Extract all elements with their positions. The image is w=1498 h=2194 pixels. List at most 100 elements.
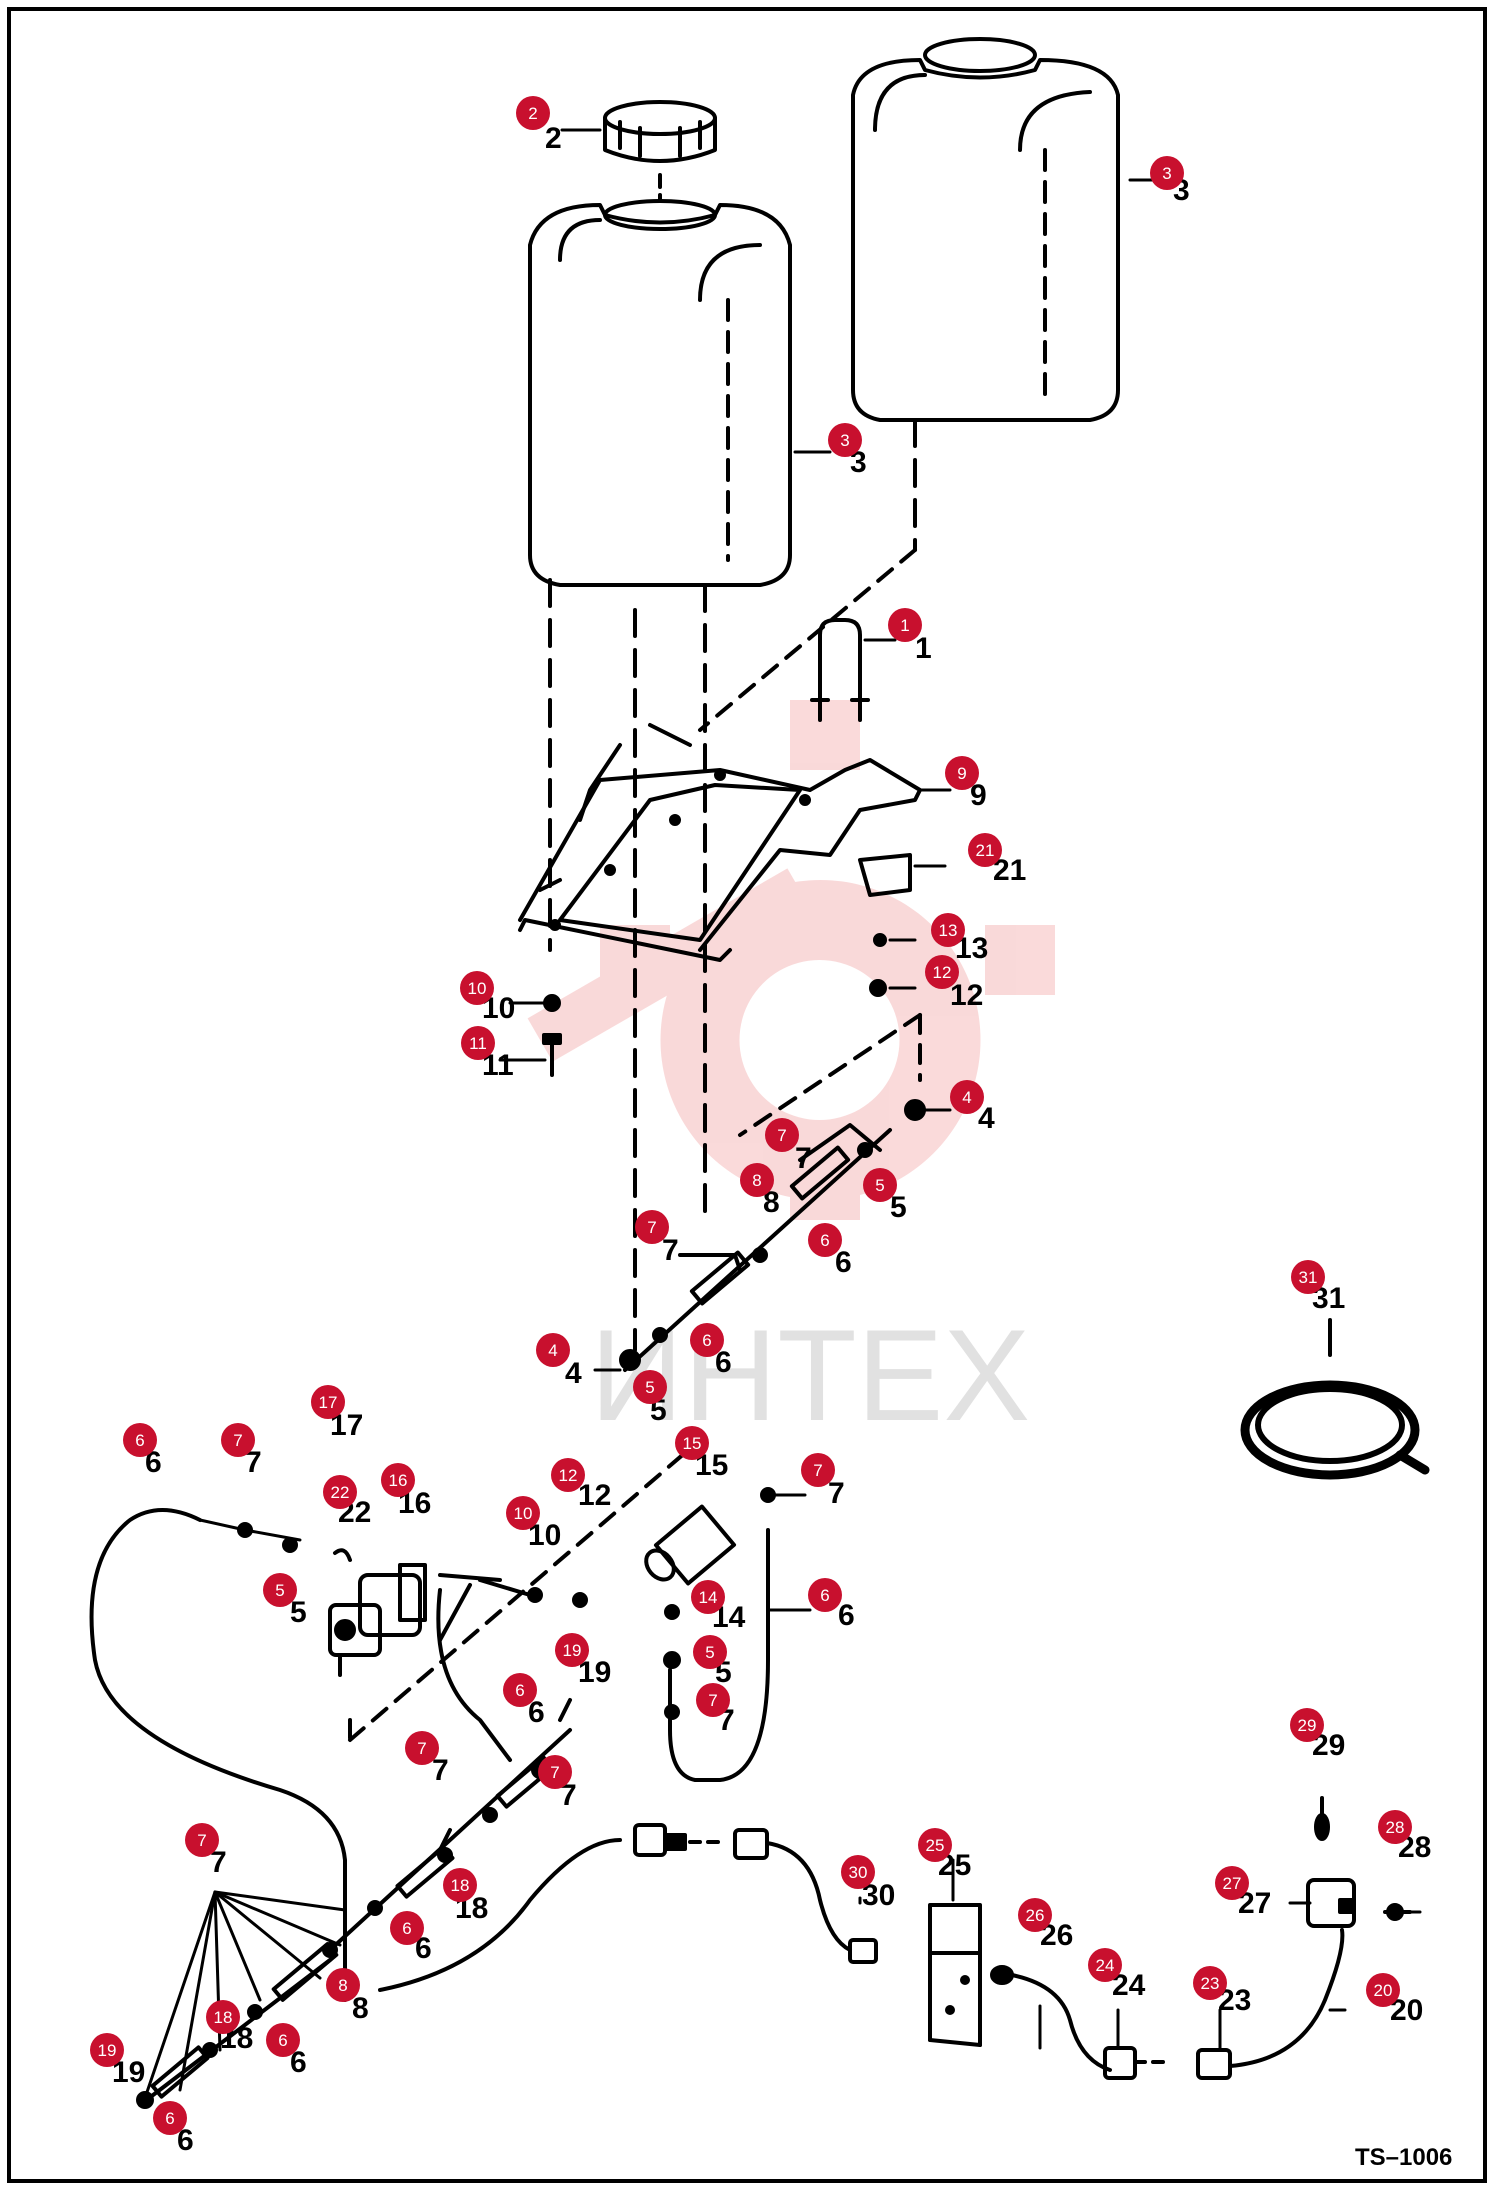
part-number-8: 8 xyxy=(352,1992,369,2025)
part-number-7: 7 xyxy=(560,1779,577,1812)
callout-badge-4 xyxy=(536,1333,570,1367)
callout-badge-label: 7 xyxy=(233,1431,242,1450)
callout-badge-label: 12 xyxy=(933,963,952,982)
callout-badge-label: 27 xyxy=(1223,1874,1242,1893)
callout-badge-6 xyxy=(266,2023,300,2057)
part-number-12: 12 xyxy=(950,979,983,1012)
callout-badge-label: 20 xyxy=(1374,1981,1393,2000)
tank-right xyxy=(851,37,1120,422)
callout-badge-11 xyxy=(461,1026,495,1060)
callout-badge-label: 10 xyxy=(514,1504,533,1523)
callout-badge-label: 8 xyxy=(752,1171,761,1190)
callout-badge-label: 22 xyxy=(331,1483,350,1502)
callout-badge-8 xyxy=(326,1968,360,2002)
callout-badge-19 xyxy=(90,2033,124,2067)
callout-badge-26 xyxy=(1018,1898,1052,1932)
callout-badge-6 xyxy=(690,1323,724,1357)
callout-badge-7 xyxy=(765,1118,799,1152)
callout-badge-label: 10 xyxy=(468,979,487,998)
callout-badge-28 xyxy=(1378,1810,1412,1844)
callout-badge-6 xyxy=(123,1423,157,1457)
callout-badge-label: 13 xyxy=(939,921,958,940)
filter xyxy=(644,1504,737,1586)
callout-badge-21 xyxy=(968,833,1002,867)
tee-fittings-middle xyxy=(619,1123,892,1372)
callout-badge-label: 29 xyxy=(1298,1716,1317,1735)
callout-badge-10 xyxy=(460,971,494,1005)
part-number-5: 5 xyxy=(290,1596,307,1629)
callout-badge-6 xyxy=(153,2101,187,2135)
callout-badge-label: 19 xyxy=(98,2041,117,2060)
callout-badge-label: 5 xyxy=(645,1378,654,1397)
plate xyxy=(858,853,912,897)
part-number-1: 1 xyxy=(915,632,932,665)
callout-badge-label: 7 xyxy=(813,1461,822,1480)
part-number-6: 6 xyxy=(415,1932,432,1965)
callout-badge-label: 30 xyxy=(849,1863,868,1882)
callout-badge-20 xyxy=(1366,1973,1400,2007)
callout-badge-label: 19 xyxy=(563,1641,582,1660)
callout-badge-24 xyxy=(1088,1948,1122,1982)
callout-badge-label: 7 xyxy=(777,1126,786,1145)
watermark-text: ИНТЕХ xyxy=(590,1302,1030,1448)
part-number-6: 6 xyxy=(835,1246,852,1279)
callout-badge-label: 5 xyxy=(275,1581,284,1600)
callout-badge-label: 5 xyxy=(875,1176,884,1195)
callout-badge-label: 25 xyxy=(926,1836,945,1855)
callout-badge-label: 28 xyxy=(1386,1818,1405,1837)
callout-badge-7 xyxy=(635,1210,669,1244)
part-number-6: 6 xyxy=(715,1346,732,1379)
part-number-7: 7 xyxy=(828,1477,845,1510)
part-number-7: 7 xyxy=(210,1846,227,1879)
callout-badge-label: 6 xyxy=(515,1681,524,1700)
callout-badge-6 xyxy=(808,1223,842,1257)
part-number-9: 9 xyxy=(970,779,987,812)
callout-badge-2 xyxy=(516,96,550,130)
callout-badge-label: 6 xyxy=(702,1331,711,1350)
tank-cap xyxy=(603,100,717,163)
callout-badge-label: 7 xyxy=(647,1218,656,1237)
callout-badge-17 xyxy=(311,1385,345,1419)
elbow-fitting xyxy=(333,1548,352,1562)
part-number-6: 6 xyxy=(838,1599,855,1632)
spray-fan xyxy=(143,1890,347,2100)
callout-badge-14 xyxy=(691,1580,725,1614)
callout-badge-7 xyxy=(696,1683,730,1717)
callout-badge-6 xyxy=(390,1911,424,1945)
wiring-harness xyxy=(378,1796,1412,2080)
callout-badge-label: 7 xyxy=(708,1691,717,1710)
callout-badge-label: 3 xyxy=(1162,164,1171,183)
callout-badge-label: 2 xyxy=(528,104,537,123)
callout-badge-label: 12 xyxy=(559,1466,578,1485)
tank-left xyxy=(528,199,792,587)
callout-badge-23 xyxy=(1193,1966,1227,2000)
callout-badge-27 xyxy=(1215,1866,1249,1900)
callout-badge-label: 11 xyxy=(469,1034,487,1053)
callout-badge-13 xyxy=(931,913,965,947)
callout-badge-22 xyxy=(323,1475,357,1509)
callout-badge-15 xyxy=(675,1426,709,1460)
callout-badge-12 xyxy=(551,1458,585,1492)
diagram-frame xyxy=(7,7,1487,2183)
part-number-7: 7 xyxy=(432,1754,449,1787)
callout-badge-29 xyxy=(1290,1708,1324,1742)
callout-badge-6 xyxy=(503,1673,537,1707)
callout-badge-label: 15 xyxy=(683,1434,702,1453)
u-bolt xyxy=(810,618,870,722)
callout-badge-25 xyxy=(918,1828,952,1862)
hose-coil xyxy=(1240,1380,1430,1480)
part-number-4: 4 xyxy=(565,1357,582,1390)
callout-badge-label: 21 xyxy=(976,841,995,860)
part-number-5: 5 xyxy=(890,1191,907,1224)
callout-badge-7 xyxy=(405,1731,439,1765)
part-number-6: 6 xyxy=(528,1696,545,1729)
callout-badge-label: 31 xyxy=(1299,1268,1318,1287)
drawing-code: TS–1006 xyxy=(1355,2144,1452,2171)
callout-badge-label: 6 xyxy=(820,1231,829,1250)
callout-badge-3 xyxy=(828,423,862,457)
callout-badge-18 xyxy=(206,2000,240,2034)
part-number-8: 8 xyxy=(763,1186,780,1219)
callout-badge-12 xyxy=(925,955,959,989)
callout-badge-label: 7 xyxy=(550,1763,559,1782)
